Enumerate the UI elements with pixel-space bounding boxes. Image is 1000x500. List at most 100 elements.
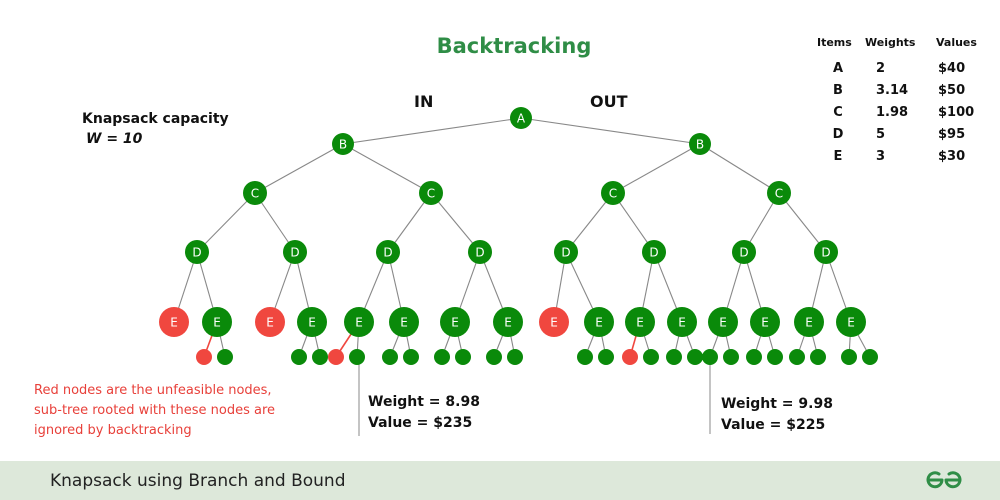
node-b: B [689, 133, 711, 155]
node-label: C [251, 187, 259, 201]
node-e: E [667, 307, 697, 337]
tree-edge [254, 143, 344, 194]
node-c: C [243, 181, 267, 205]
node-label: D [290, 246, 299, 260]
out-branch-label: OUT [590, 92, 628, 111]
node-label: B [696, 138, 704, 152]
tree-edge [778, 192, 827, 253]
leaf-node [217, 349, 233, 365]
node-label: E [170, 316, 178, 330]
result-weight: Weight = 9.98 [721, 396, 833, 412]
node-label: E [213, 316, 221, 330]
node-e: E [539, 307, 569, 337]
result-value: Value = $225 [721, 417, 826, 433]
node-label: E [636, 316, 644, 330]
table-cell: $95 [938, 126, 966, 142]
geeksforgeeks-logo-icon [926, 471, 962, 489]
note-line: sub-tree rooted with these nodes are [34, 403, 276, 418]
node-label: D [739, 246, 748, 260]
node-e: E [750, 307, 780, 337]
node-e: E [297, 307, 327, 337]
table-row: C 1.98 $100 [814, 101, 980, 123]
table-cell: B [833, 82, 843, 98]
node-d: D [732, 240, 756, 264]
leaf-node [841, 349, 857, 365]
node-e: E [708, 307, 738, 337]
node-e: E [625, 307, 655, 337]
result-annotation-in: Weight = 8.98 Value = $235 [368, 392, 480, 434]
tree-edge [520, 117, 701, 145]
result-weight: Weight = 8.98 [368, 394, 480, 410]
diagram-title: Backtracking [436, 34, 592, 58]
leaf-node [622, 349, 638, 365]
node-label: D [192, 246, 201, 260]
tree-edge [342, 117, 522, 145]
node-e: E [159, 307, 189, 337]
leaf-node [291, 349, 307, 365]
node-label: E [355, 316, 363, 330]
node-e: E [836, 307, 866, 337]
leaf-node [312, 349, 328, 365]
capacity-label: Knapsack capacity [82, 111, 229, 127]
leaf-node [702, 349, 718, 365]
leaf-node [862, 349, 878, 365]
table-header-row: Items Weights Values [814, 36, 980, 57]
table-cell: A [832, 60, 844, 76]
infeasible-note: Red nodes are the unfeasible nodes, sub-… [34, 381, 334, 441]
leaf-node [687, 349, 703, 365]
table-cell: $50 [938, 82, 966, 98]
node-label: E [504, 316, 512, 330]
note-line: ignored by backtracking [34, 423, 192, 438]
node-label: E [761, 316, 769, 330]
node-label: A [517, 112, 526, 126]
node-label: C [609, 187, 617, 201]
table-cell: $30 [938, 148, 966, 164]
node-e: E [440, 307, 470, 337]
node-d: D [554, 240, 578, 264]
node-label: D [649, 246, 658, 260]
node-c: C [419, 181, 443, 205]
in-branch-label: IN [414, 92, 434, 111]
node-label: E [550, 316, 558, 330]
node-b: B [332, 133, 354, 155]
tree-edge [387, 192, 432, 253]
table-cell: 3 [876, 148, 886, 164]
node-d: D [814, 240, 838, 264]
leaf-node [507, 349, 523, 365]
table-cell: C [833, 104, 843, 120]
node-label: D [821, 246, 830, 260]
node-label: D [383, 246, 392, 260]
table-cell: 1.98 [876, 104, 909, 120]
node-d: D [185, 240, 209, 264]
table-cell: D [832, 126, 844, 142]
node-d: D [376, 240, 400, 264]
leaf-node [455, 349, 471, 365]
table-cell: E [833, 148, 843, 164]
leaf-node [789, 349, 805, 365]
node-d: D [283, 240, 307, 264]
leaf-node [643, 349, 659, 365]
leaf-node [434, 349, 450, 365]
table-header: Items [817, 36, 852, 49]
table-cell: $100 [938, 104, 975, 120]
node-label: D [561, 246, 570, 260]
leaf-node [403, 349, 419, 365]
leaf-node [196, 349, 212, 365]
leaf-node [486, 349, 502, 365]
node-label: E [451, 316, 459, 330]
leaf-node [666, 349, 682, 365]
node-label: E [719, 316, 727, 330]
node-e: E [202, 307, 232, 337]
node-label: E [595, 316, 603, 330]
node-label: D [475, 246, 484, 260]
leaf-node [810, 349, 826, 365]
node-c: C [767, 181, 791, 205]
tree-edge [342, 143, 432, 194]
node-e: E [389, 307, 419, 337]
table-cell: $40 [938, 60, 966, 76]
node-e: E [584, 307, 614, 337]
table-header: Weights [865, 36, 916, 49]
result-value: Value = $235 [368, 415, 473, 431]
